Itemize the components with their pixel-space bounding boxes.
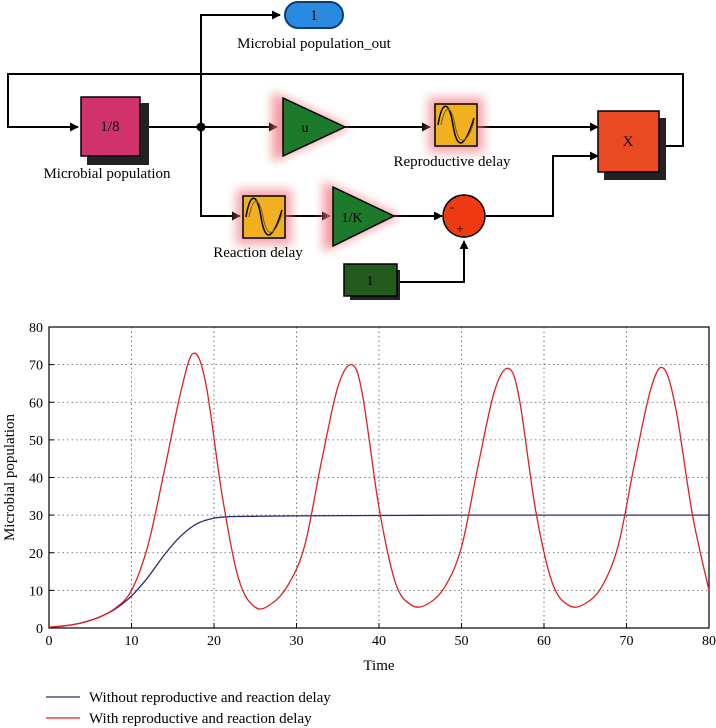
y-tick-label: 80 bbox=[29, 321, 43, 336]
reaction-delay-block[interactable] bbox=[236, 189, 292, 245]
constant-body bbox=[343, 263, 398, 297]
y-tick-label: 40 bbox=[29, 472, 43, 487]
y-tick-label: 70 bbox=[29, 359, 43, 374]
gain-u-label: u bbox=[302, 121, 309, 136]
sum-circle bbox=[442, 194, 486, 238]
gain-triangle-icon bbox=[332, 185, 396, 248]
gain-k-block[interactable]: 1/K bbox=[323, 181, 400, 252]
output-port-shape bbox=[284, 1, 344, 29]
sum-sign-plus: + bbox=[456, 221, 463, 236]
gain-u-block[interactable]: u bbox=[272, 92, 350, 162]
y-tick-label: 60 bbox=[29, 396, 43, 411]
y-axis-label: Microbial population bbox=[2, 413, 18, 541]
y-tick-label: 20 bbox=[29, 547, 43, 562]
x-axis-label: Time bbox=[363, 658, 394, 674]
x-tick-label: 60 bbox=[537, 634, 551, 649]
axis-ticks: 0 10 20 30 40 50 60 70 80 0 10 20 30 40 50 60 70 80 bbox=[29, 321, 716, 649]
integrator-caption: Microbial population bbox=[43, 166, 171, 182]
x-tick-label: 80 bbox=[702, 634, 716, 649]
y-tick-label: 30 bbox=[29, 509, 43, 524]
gain-k-label: 1/K bbox=[342, 211, 363, 226]
simulink-model-diagram: 1 Microbial population_out 1/8 Microbial… bbox=[7, 1, 684, 300]
output-port-caption: Microbial population_out bbox=[237, 36, 392, 52]
transport-delay-sine-icon bbox=[437, 105, 475, 144]
series-line-1 bbox=[48, 352, 710, 628]
x-tick-label: 20 bbox=[207, 634, 221, 649]
y-tick-label: 0 bbox=[36, 622, 43, 637]
x-tick-label: 10 bbox=[125, 634, 139, 649]
constant-block[interactable]: 1 bbox=[343, 263, 400, 300]
reproductive-delay-caption: Reproductive delay bbox=[393, 154, 511, 170]
output-port-label: 1 bbox=[310, 8, 318, 24]
x-tick-label: 50 bbox=[455, 634, 469, 649]
integrator-body bbox=[80, 96, 141, 157]
gain-triangle-icon bbox=[282, 96, 347, 158]
y-tick-label: 10 bbox=[29, 584, 43, 599]
branch-point bbox=[196, 122, 206, 132]
sum-sign-minus: - bbox=[450, 199, 454, 214]
transport-delay-sine-icon-shadow bbox=[248, 200, 283, 233]
sum-block[interactable]: - + bbox=[442, 194, 486, 238]
legend-label: Without reproductive and reaction delay bbox=[89, 690, 331, 706]
reproductive-delay-block[interactable] bbox=[428, 97, 484, 153]
legend: Without reproductive and reaction delayW… bbox=[46, 690, 331, 727]
transport-delay-sine-icon bbox=[245, 197, 283, 236]
product-block[interactable]: X bbox=[597, 110, 666, 180]
x-tick-label: 30 bbox=[290, 634, 304, 649]
product-body bbox=[597, 110, 660, 173]
product-label: X bbox=[623, 134, 634, 150]
integrator-block[interactable]: 1/8 bbox=[80, 96, 149, 165]
reaction-delay-caption: Reaction delay bbox=[213, 245, 303, 261]
y-tick-label: 50 bbox=[29, 434, 43, 449]
x-tick-label: 40 bbox=[372, 634, 386, 649]
integrator-label: 1/8 bbox=[100, 119, 119, 135]
x-tick-label: 0 bbox=[46, 634, 53, 649]
output-port-block[interactable]: 1 bbox=[284, 1, 344, 29]
x-tick-label: 70 bbox=[620, 634, 634, 649]
constant-label: 1 bbox=[367, 274, 374, 289]
transport-delay-sine-icon-shadow bbox=[440, 108, 475, 141]
grid bbox=[49, 327, 709, 628]
signal-lines bbox=[7, 10, 684, 283]
legend-label: With reproductive and reaction delay bbox=[89, 711, 312, 727]
series-lines bbox=[48, 352, 710, 628]
